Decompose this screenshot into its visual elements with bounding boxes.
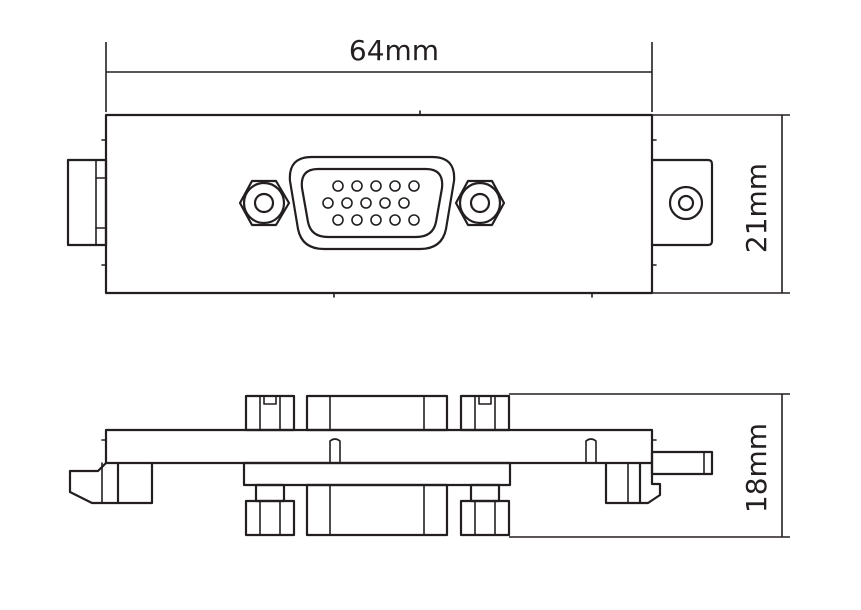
left-latch-side — [68, 461, 154, 505]
right-tab-front — [650, 158, 714, 247]
width-label: 64mm — [349, 34, 439, 67]
jack-screw-left — [238, 179, 291, 227]
front-plate — [104, 113, 654, 295]
height-dimension: 21mm — [652, 114, 790, 294]
screw-nut-bottom-right — [459, 483, 511, 537]
connector-body-side — [242, 394, 512, 537]
vga-pins — [322, 180, 420, 226]
height-label: 21mm — [740, 163, 773, 253]
side-plate — [104, 428, 654, 465]
screw-post-top-right — [459, 394, 511, 432]
right-latch-side — [604, 461, 662, 505]
mounting-hole — [668, 185, 704, 221]
vga-connector — [288, 155, 456, 251]
side-view: 18mm — [68, 393, 790, 538]
width-dimension: 64mm — [105, 34, 653, 112]
front-plate-marks — [101, 110, 657, 298]
left-clip-front — [66, 158, 108, 247]
jack-screw-right — [454, 179, 506, 227]
screw-post-top-left — [244, 394, 296, 432]
right-rod-side — [650, 450, 714, 476]
screw-nut-bottom-left — [244, 483, 296, 537]
front-view: 64mm 21mm — [66, 34, 790, 298]
plate-slots — [101, 438, 657, 464]
depth-dimension: 18mm — [509, 393, 790, 538]
depth-label: 18mm — [740, 423, 773, 513]
